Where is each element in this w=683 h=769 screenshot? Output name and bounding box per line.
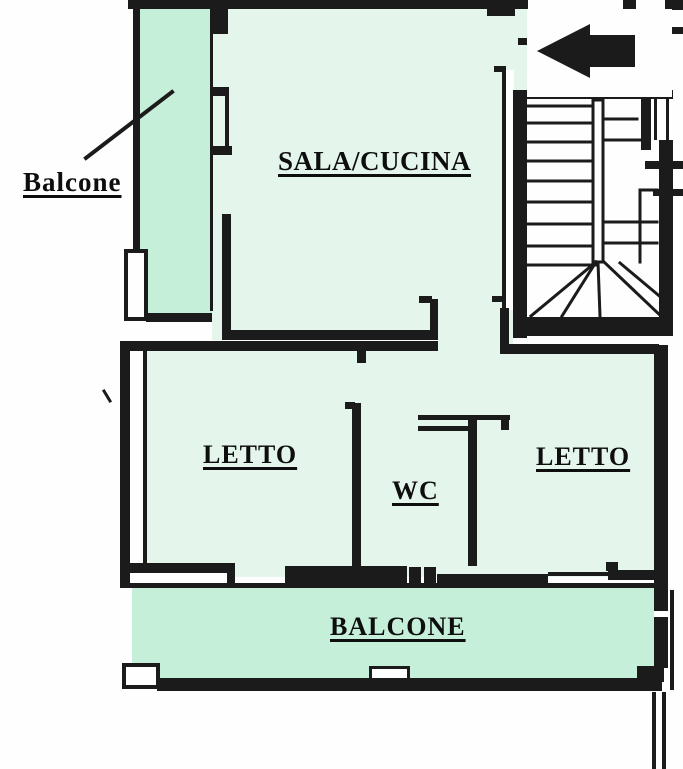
window-line-right — [548, 572, 608, 576]
living-kitchen-area — [212, 8, 513, 340]
pillar-bottom-left — [122, 663, 160, 689]
wall-bottom-right — [608, 570, 657, 580]
wall-topright-corner — [665, 0, 683, 10]
wall-sala-right-line — [502, 70, 506, 310]
balcone-step-notch — [369, 666, 410, 681]
wall-left-outer — [120, 341, 130, 588]
wall-wc-t-hook — [501, 415, 509, 430]
wall-top-notch — [487, 9, 515, 16]
tick-mark — [101, 388, 113, 404]
wall-top — [128, 0, 528, 9]
wall-wc-right — [468, 420, 477, 566]
wall-divider-top — [213, 8, 228, 34]
wall-gap-mask — [506, 70, 514, 310]
wall-bottom-mid2 — [437, 574, 548, 583]
wall-stair-door-vert — [641, 97, 651, 150]
stair-stringer — [591, 98, 605, 264]
bedrooms-area — [127, 349, 658, 577]
wall-stair-right-thin-b — [666, 97, 669, 140]
wall-wc-left — [352, 403, 361, 570]
wall-below-thin-b — [662, 692, 666, 769]
wc-label: WC — [392, 476, 439, 505]
wall-stair-right-thin-a — [654, 97, 657, 140]
wall-corridor-vert — [500, 308, 509, 354]
wall-left-inner-line — [143, 345, 147, 567]
sill-gap-mask — [127, 573, 227, 583]
wall-divider-stub2 — [213, 146, 232, 155]
wall-stair-door-stub — [653, 189, 683, 196]
stair-winder-lines — [528, 259, 666, 321]
wall-bottom-door-jamb — [227, 563, 235, 587]
wall-bedroomL-top — [120, 341, 438, 351]
wall-sala-stub-foot — [419, 296, 432, 303]
wall-wc-left-hook — [345, 402, 355, 409]
wall-divider-window-line — [225, 96, 229, 149]
wall-bedroomR-top — [509, 344, 659, 354]
wall-balcony-right-edge — [210, 8, 213, 311]
wall-divider-stub1 — [213, 87, 229, 96]
balcony-bottom-area — [132, 586, 654, 680]
wall-wc-t-top-a — [418, 415, 510, 420]
entrance-arrow-icon — [537, 24, 635, 78]
wall-balcone-top-line — [130, 583, 656, 588]
wall-wc-t-top-b — [418, 426, 476, 431]
bedroom-right-label: LETTO — [536, 442, 631, 471]
wall-sala-right-foot — [492, 296, 504, 302]
bedroom-left-label: LETTO — [203, 440, 298, 469]
pillar-top-left — [124, 249, 148, 321]
sill-square-b — [424, 567, 436, 583]
wall-entry-dash — [518, 38, 528, 45]
wall-bottom-left — [127, 563, 232, 573]
wall-balcony-bottom — [146, 313, 212, 322]
wall-bottom-right-step — [606, 562, 618, 571]
left-wall-gap-mask — [130, 345, 143, 565]
label-pointer-line — [83, 89, 175, 161]
wall-right-thin-line — [670, 590, 674, 690]
wall-right-gap — [654, 611, 668, 617]
sill-square-a — [409, 567, 421, 583]
wall-sala-stub-vert — [430, 299, 438, 332]
wall-right-outer — [654, 345, 668, 668]
living-kitchen-label: SALA/CUCINA — [278, 146, 472, 176]
wall-balcony-left — [133, 0, 140, 252]
wall-bottom-mid — [285, 566, 407, 583]
wall-stair-bottom — [513, 317, 672, 336]
balcony-bottom-label: BALCONE — [330, 612, 466, 641]
balcony-top-area — [138, 8, 212, 314]
wall-below-thin-a — [652, 692, 656, 769]
wall-sala-bottom — [228, 330, 438, 340]
wall-stair-door-lintel — [645, 161, 683, 169]
stair-treads — [526, 98, 659, 267]
wall-stair-left — [513, 95, 527, 338]
wall-bedroomL-top-stub — [357, 351, 366, 363]
wall-sala-right-hook — [494, 66, 506, 72]
wall-balcone-bottom — [157, 678, 662, 691]
wall-divider-bottom — [222, 214, 231, 340]
balcony-top-label: Balcone — [23, 167, 122, 197]
